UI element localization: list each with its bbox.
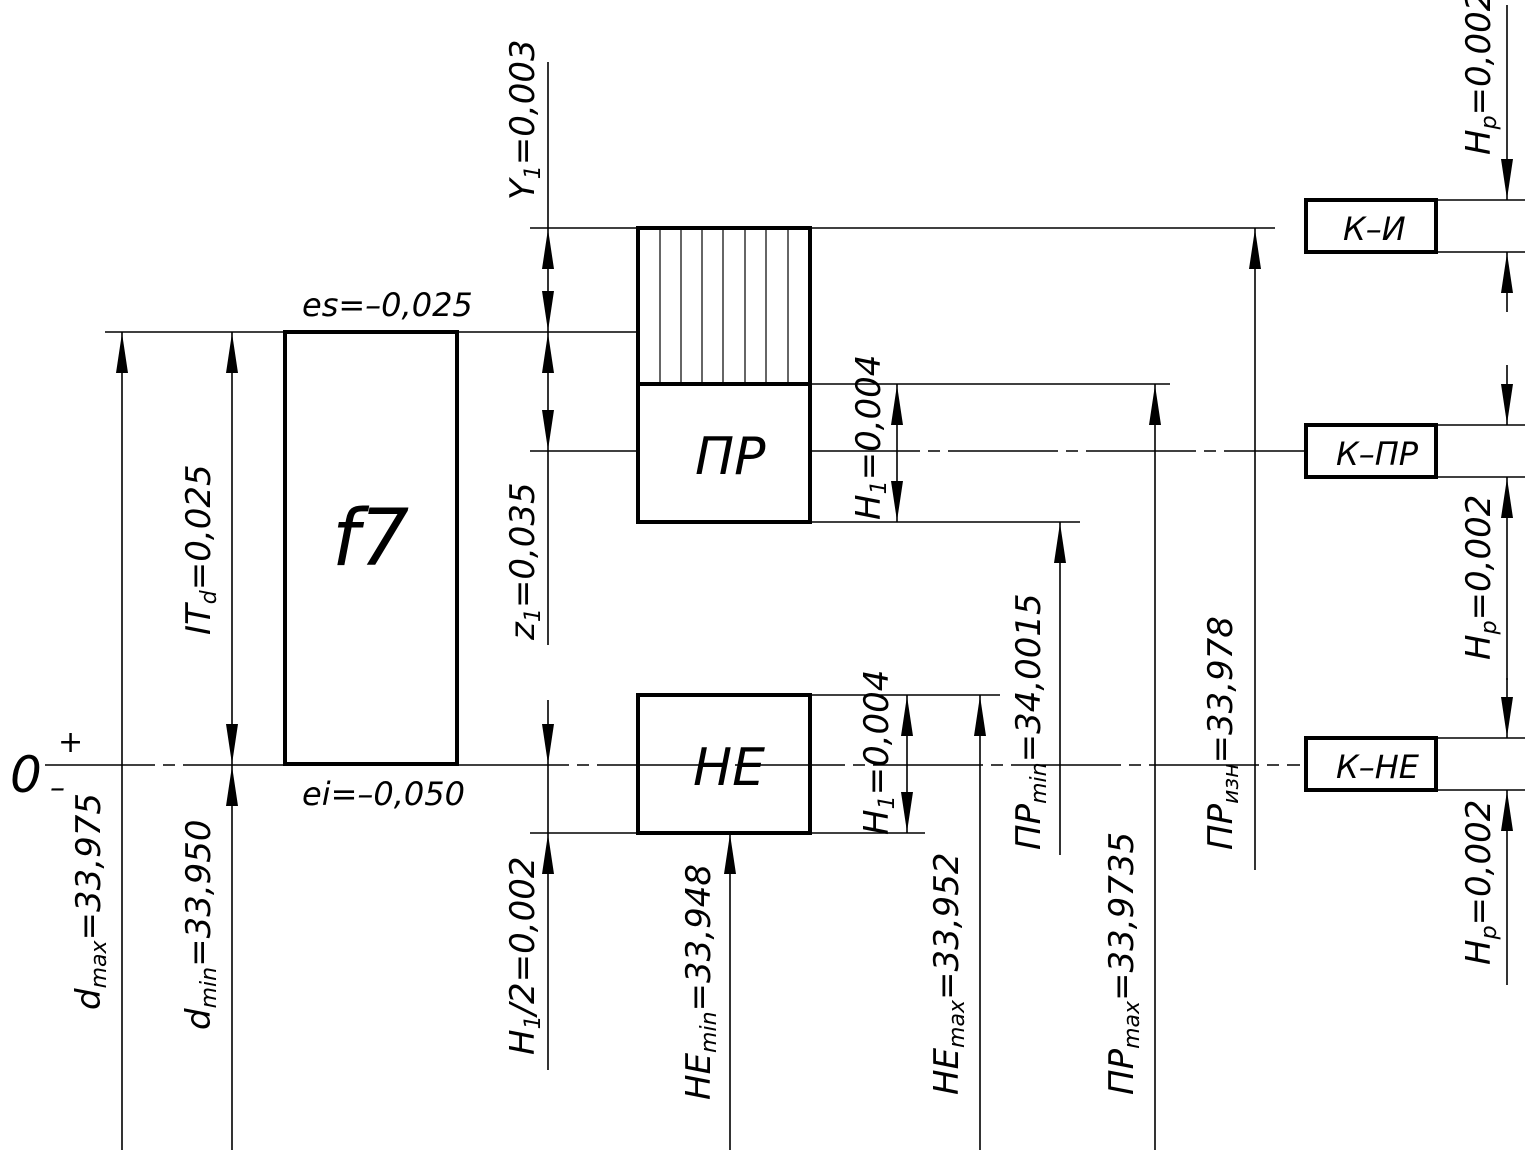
shaft-fit-label: f7	[332, 494, 409, 584]
dmin-label: dmin=33,950	[179, 819, 222, 1030]
hp-bot-arrow-b	[1501, 791, 1513, 831]
h1-ne-arrow-top	[901, 696, 913, 736]
it-label: ITd=0,025	[179, 464, 222, 635]
hp-mid-arrow-a	[1501, 384, 1513, 424]
pr-wear-zone	[636, 226, 812, 386]
pr-wear-hatching	[659, 228, 789, 384]
ne-min-label: НЕmin=33,948	[679, 864, 722, 1100]
pr-max-label: ПРmax=33,9735	[1102, 832, 1145, 1095]
ne-max-arrow	[974, 696, 986, 736]
ne-gauge-field	[636, 693, 812, 835]
control-gauge-kpr-label: К–ПР	[1336, 435, 1419, 473]
h1half-label: H1/2=0,002	[503, 857, 546, 1056]
h1-pr-arrow-top	[891, 385, 903, 425]
z1-arrow-bottom	[542, 410, 554, 450]
pr-min-label: ПРmin=34,0015	[1009, 593, 1052, 850]
it-arrow-top	[226, 333, 238, 373]
y1-arrow-top	[542, 229, 554, 269]
ne-min-arrow	[724, 834, 736, 874]
z1-label: z1=0,035	[503, 482, 546, 641]
plus-sign: +	[58, 725, 83, 760]
pr-min-arrow	[1054, 523, 1066, 563]
hp-mid-label: Hр=0,002	[1459, 495, 1502, 660]
dmax-arrow	[116, 333, 128, 373]
control-gauge-kpr	[1304, 423, 1438, 479]
hp-bot-label: Hр=0,002	[1459, 800, 1502, 965]
control-gauge-ki	[1304, 198, 1438, 254]
dmax-label: dmax=33,975	[69, 793, 112, 1010]
control-gauge-ki-label: К–И	[1343, 210, 1406, 248]
z1-arrow-top	[542, 333, 554, 373]
it-arrow-bottom	[226, 724, 238, 764]
es-label: es=–0,025	[302, 286, 473, 324]
ei-label: ei=–0,050	[302, 775, 465, 813]
ne-max-label: НЕmax=33,952	[927, 853, 970, 1095]
hp-top-arrow-a	[1501, 159, 1513, 199]
zero-label: 0	[10, 746, 42, 804]
y1-label: Y1=0,003	[503, 39, 546, 200]
dmin-arrow	[226, 766, 238, 806]
pr-gauge-field	[636, 382, 812, 524]
minus-sign: –	[50, 771, 65, 806]
hp-top-label: Hр=0,002	[1459, 0, 1502, 155]
pr-izn-label: ПРизн=33,978	[1201, 616, 1244, 850]
pr-izn-arrow	[1249, 229, 1261, 269]
hp-top-arrow-b	[1501, 253, 1513, 293]
hp-mid-arrow-b	[1501, 478, 1513, 518]
hp-bot-arrow-a	[1501, 697, 1513, 737]
control-gauge-kne	[1304, 736, 1438, 792]
control-gauge-kne-label: К–НЕ	[1336, 748, 1420, 786]
ne-gauge-label: НЕ	[693, 738, 765, 798]
h1-ne-label: H1=0,004	[857, 670, 900, 835]
h1-ne-arrow-bottom	[901, 792, 913, 832]
h1-pr-label: H1=0,004	[849, 355, 892, 520]
h1half-arrow-bottom	[542, 834, 554, 874]
y1-arrow-bottom	[542, 291, 554, 331]
h1half-arrow-top	[542, 724, 554, 764]
pr-max-arrow	[1149, 385, 1161, 425]
pr-gauge-label: ПР	[695, 427, 766, 487]
h1-pr-arrow-bottom	[891, 481, 903, 521]
